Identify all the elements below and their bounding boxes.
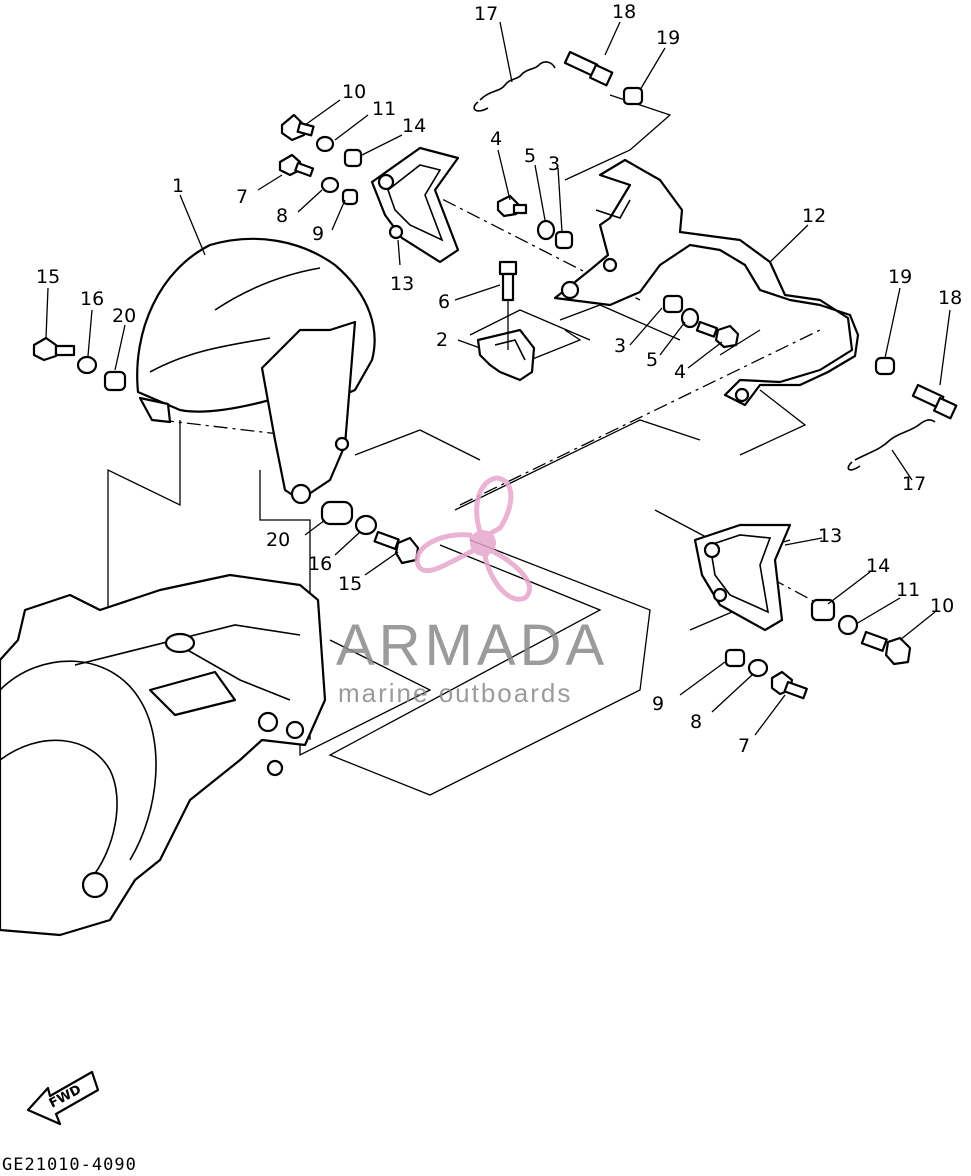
callout-18: 18 xyxy=(938,287,962,309)
callout-14: 14 xyxy=(866,555,890,577)
part-6-grease-nipple xyxy=(498,260,518,350)
part-1-bracket-cover xyxy=(136,237,376,505)
watermark-tagline: marine outboards xyxy=(338,678,572,708)
fwd-arrow-icon: FWD xyxy=(26,1070,100,1126)
callout-1: 1 xyxy=(172,175,184,197)
callout-5: 5 xyxy=(524,145,536,167)
callout-15: 15 xyxy=(338,573,362,595)
callout-11: 11 xyxy=(896,579,920,601)
callout-15: 15 xyxy=(36,266,60,288)
callout-19: 19 xyxy=(888,266,912,288)
callout-9: 9 xyxy=(652,693,664,715)
callout-8: 8 xyxy=(690,711,702,733)
callout-16: 16 xyxy=(80,288,104,310)
diagram-code: GE21010-4090 xyxy=(2,1155,137,1175)
part-12-steering-arm xyxy=(553,158,860,407)
part-13-plate-upper xyxy=(370,146,460,264)
callout-10: 10 xyxy=(342,81,366,103)
callout-19: 19 xyxy=(656,27,680,49)
lower-housing xyxy=(0,573,327,937)
callout-9: 9 xyxy=(312,223,324,245)
callout-18: 18 xyxy=(612,1,636,23)
callout-4: 4 xyxy=(490,128,502,150)
callout-10: 10 xyxy=(930,595,954,617)
callout-2: 2 xyxy=(436,329,448,351)
callout-3: 3 xyxy=(548,153,560,175)
callout-20: 20 xyxy=(266,529,290,551)
watermark-brand: ARMADA xyxy=(336,613,608,678)
callout-11: 11 xyxy=(372,98,396,120)
part-13-plate-lower xyxy=(693,523,792,632)
watermark: ARMADA marine outboards xyxy=(336,475,608,708)
callout-7: 7 xyxy=(738,735,750,757)
callout-6: 6 xyxy=(438,291,450,313)
hardware-parts xyxy=(32,50,958,700)
callout-5: 5 xyxy=(646,349,658,371)
callout-12: 12 xyxy=(802,205,826,227)
callout-14: 14 xyxy=(402,115,426,137)
assembly-lines xyxy=(107,94,831,796)
callout-20: 20 xyxy=(112,305,136,327)
callout-7: 7 xyxy=(236,186,248,208)
propeller-logo-icon xyxy=(414,475,532,602)
callout-17: 17 xyxy=(474,3,498,25)
callout-13: 13 xyxy=(390,273,414,295)
callout-leaders xyxy=(45,21,951,736)
callout-17: 17 xyxy=(902,473,926,495)
callout-numbers: 1 2 3 3 4 4 5 5 6 7 7 8 8 9 9 10 10 11 1… xyxy=(36,1,962,757)
callout-8: 8 xyxy=(276,205,288,227)
callout-13: 13 xyxy=(818,525,842,547)
callout-3: 3 xyxy=(614,335,626,357)
callout-16: 16 xyxy=(308,553,332,575)
callout-4: 4 xyxy=(674,361,686,383)
part-2-clip xyxy=(476,328,536,382)
